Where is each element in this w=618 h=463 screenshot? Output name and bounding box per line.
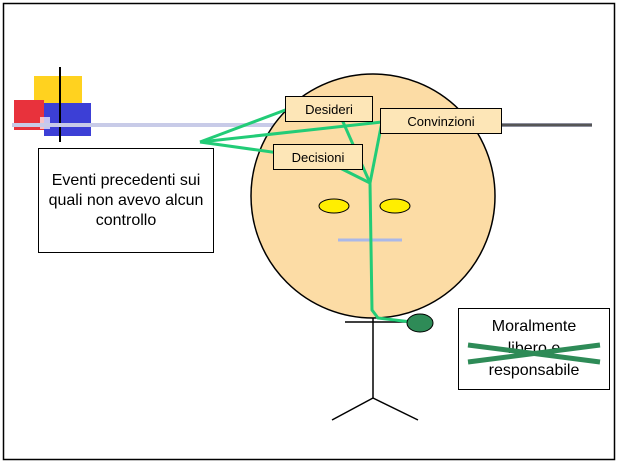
connector-lines [199, 104, 421, 325]
label-convinzioni: Convinzioni [380, 108, 502, 134]
label-decisioni: Decisioni [273, 144, 363, 170]
label-eventi: Eventi precedenti sui quali non avevo al… [38, 148, 214, 253]
moral-line-1: Moralmente [491, 318, 577, 335]
stick-body [331, 318, 420, 421]
moral-line-3: responsabile [488, 362, 580, 379]
right-eye [379, 198, 411, 214]
left-eye [318, 198, 350, 214]
hand [406, 313, 434, 333]
moral-line-2: libero e [507, 340, 561, 357]
logo-squares-icon [14, 67, 91, 142]
label-moralmente: Moralmente libero e responsabile [458, 308, 610, 390]
label-desideri: Desideri [285, 96, 373, 122]
